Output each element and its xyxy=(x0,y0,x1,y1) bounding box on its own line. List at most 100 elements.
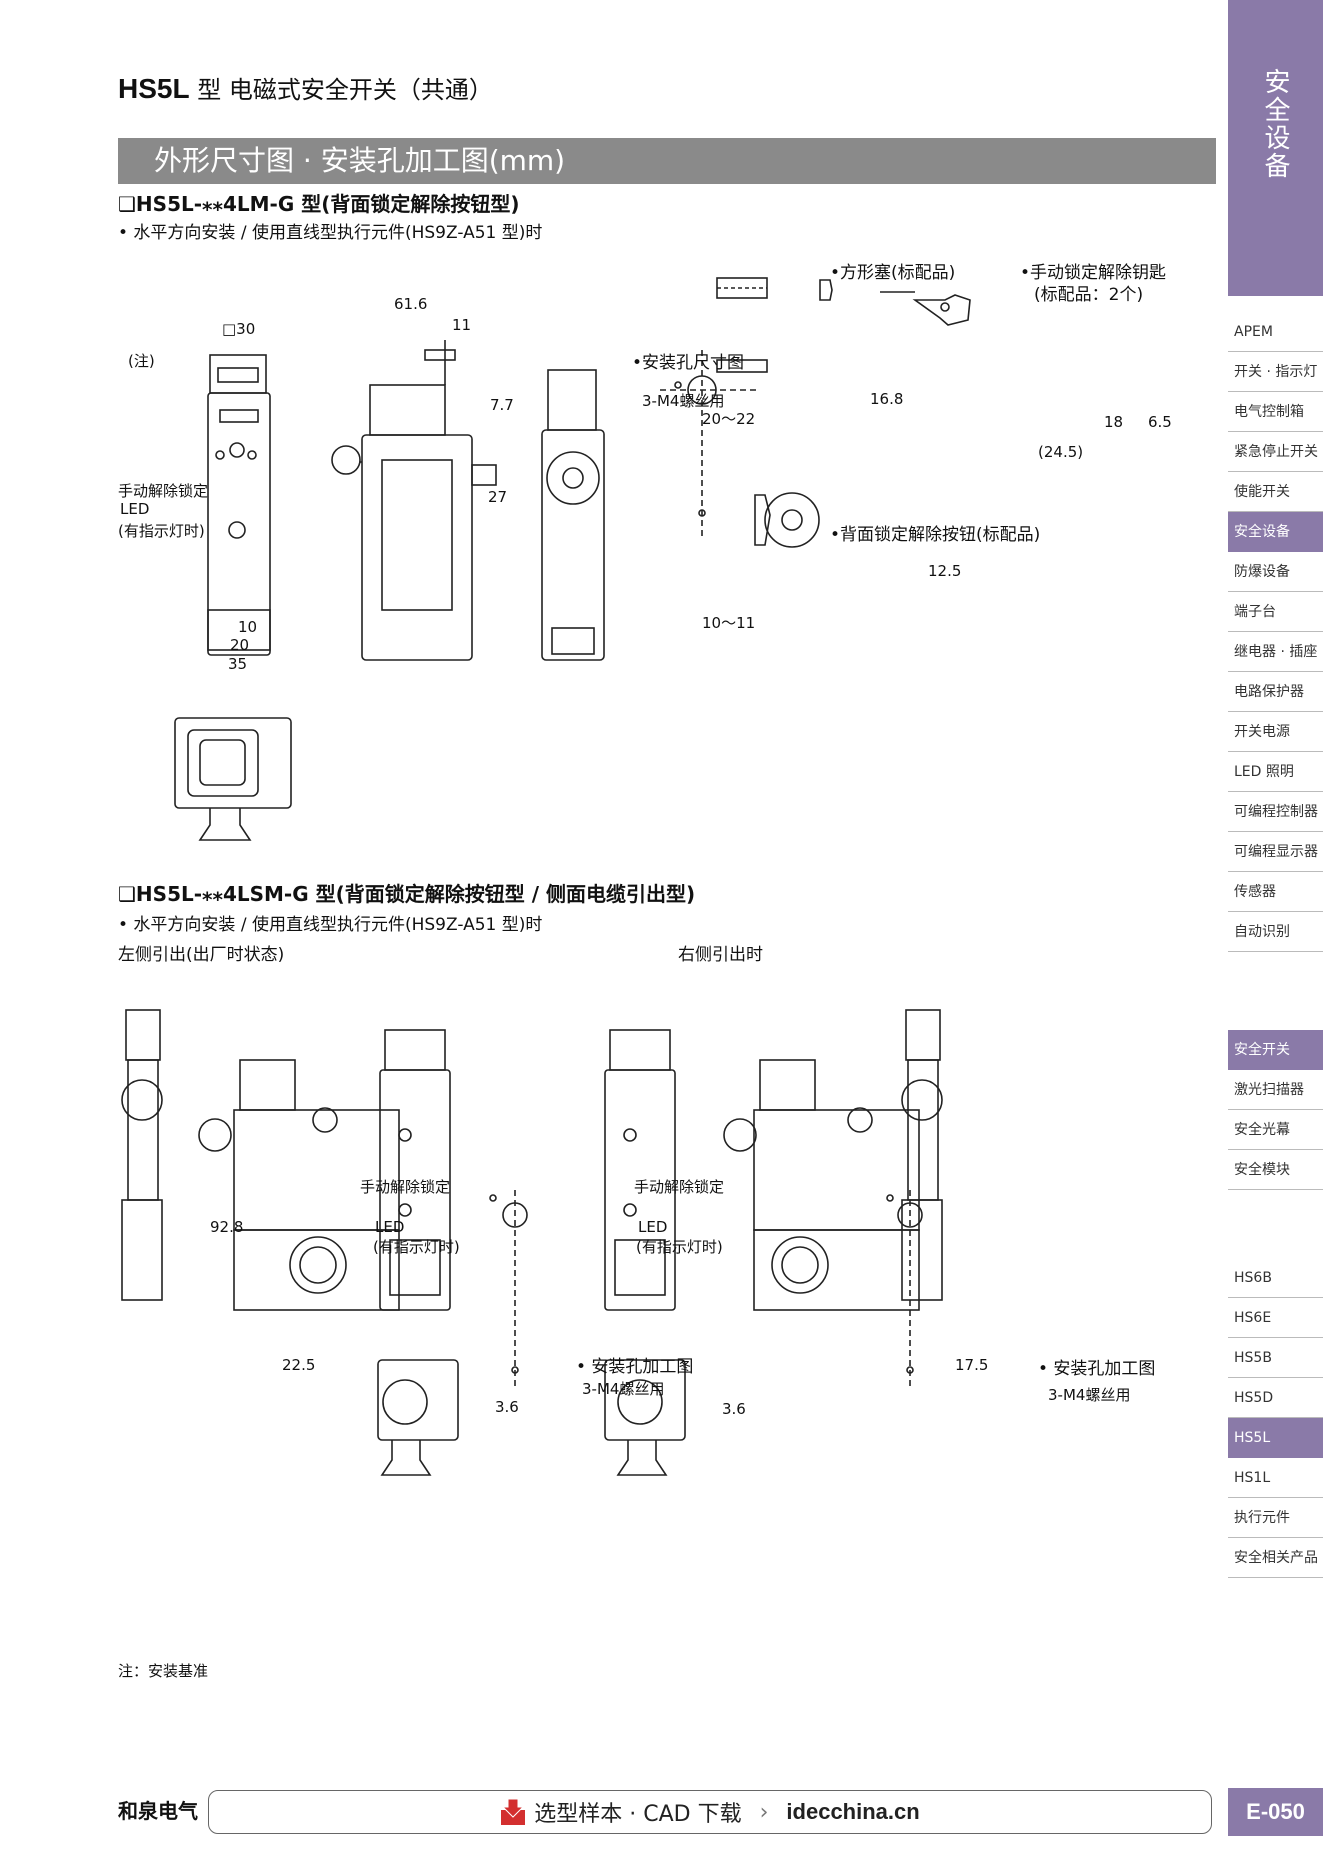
sec2-left-mount-label: • 安装孔加工图 xyxy=(576,1357,694,1377)
right-back-view xyxy=(901,1009,943,1301)
sec2-left-led: LED xyxy=(375,1218,405,1236)
label-manual-lock: 手动解除锁定 xyxy=(118,482,209,500)
sidebar-item[interactable]: 安全光幕 xyxy=(1228,1110,1323,1150)
sidebar-item[interactable]: LED 照明 xyxy=(1228,752,1323,792)
left-bottom-view xyxy=(377,1359,459,1476)
dim-3-6-right: 3.6 xyxy=(722,1400,746,1418)
right-bottom-view xyxy=(604,1359,686,1476)
dim-10-11: 10～11 xyxy=(702,614,756,632)
section-bar: 外形尺寸图 · 安装孔加工图(mm) xyxy=(118,138,1216,184)
footnote: 注：安装基准 xyxy=(118,1662,209,1680)
dim-61-6: 61.6 xyxy=(394,295,428,313)
label-rear-button: •背面锁定解除按钮(标配品) xyxy=(830,525,1041,545)
sec2-left-led-sub: (有指示灯时) xyxy=(373,1238,460,1256)
sidebar-item[interactable]: 可编程控制器 xyxy=(1228,792,1323,832)
sec1-title: ❑HS5L-⁎⁎4LM-G 型(背面锁定解除按钮型) xyxy=(118,192,520,216)
sidebar-item[interactable]: 执行元件 xyxy=(1228,1498,1323,1538)
sidebar-item[interactable]: 电气控制箱 xyxy=(1228,392,1323,432)
sec2-left-screw: 3-M4螺丝用 xyxy=(582,1380,665,1398)
sidebar-item[interactable]: 安全相关产品 xyxy=(1228,1538,1323,1578)
page-title: HS5L 型 电磁式安全开关（共通） xyxy=(118,70,493,105)
dim-16-8: 16.8 xyxy=(870,390,904,408)
label-unlock-key: •手动锁定解除钥匙 xyxy=(1020,263,1167,283)
download-banner[interactable]: 选型样本 · CAD 下载 › idecchina.cn xyxy=(208,1790,1212,1834)
sidebar-item[interactable]: 自动识别 xyxy=(1228,912,1323,952)
dim-27: 27 xyxy=(488,488,508,506)
back-view xyxy=(541,369,605,661)
dim-7-7: 7.7 xyxy=(490,396,514,414)
left-back-view xyxy=(121,1009,163,1301)
dim-24-5: (24.5) xyxy=(1038,443,1084,461)
sidebar-category-header: 安全设备 xyxy=(1228,0,1323,296)
right-front-view xyxy=(604,1029,676,1311)
dim-22-5: 22.5 xyxy=(282,1356,316,1374)
sec2-right-label: 右侧引出时 xyxy=(678,945,763,965)
sidebar-nav-group-2: 安全开关激光扫描器安全光幕安全模块 xyxy=(1228,1030,1323,1190)
sidebar-item[interactable]: APEM xyxy=(1228,312,1323,352)
sidebar-item[interactable]: 传感器 xyxy=(1228,872,1323,912)
label-screw: 3-M4螺丝用 xyxy=(642,392,725,410)
download-cta[interactable]: 选型样本 · CAD 下载 xyxy=(534,1802,742,1827)
sidebar-item[interactable]: HS5B xyxy=(1228,1338,1323,1378)
sidebar-item[interactable]: 继电器 · 插座 xyxy=(1228,632,1323,672)
brand-logo: 和泉电气 xyxy=(118,1799,198,1823)
dim-17-5: 17.5 xyxy=(955,1356,989,1374)
sidebar-item[interactable]: 开关 · 指示灯 xyxy=(1228,352,1323,392)
sidebar-item[interactable]: 可编程显示器 xyxy=(1228,832,1323,872)
sec2-right-manual: 手动解除锁定 xyxy=(634,1178,725,1196)
page-title-model: HS5L xyxy=(118,73,190,104)
right-side-view xyxy=(723,1059,920,1311)
dim-30: □30 xyxy=(222,320,256,338)
side-view xyxy=(331,340,497,661)
left-mount-diagram xyxy=(489,1190,528,1390)
sec2-right-mount-label: • 安装孔加工图 xyxy=(1038,1359,1156,1379)
front-view xyxy=(207,354,271,656)
sidebar-item[interactable]: 安全模块 xyxy=(1228,1150,1323,1190)
dim-35: 35 xyxy=(228,655,248,673)
sidebar-item[interactable]: 电路保护器 xyxy=(1228,672,1323,712)
sidebar-item[interactable]: HS5D xyxy=(1228,1378,1323,1418)
sidebar-item[interactable]: 使能开关 xyxy=(1228,472,1323,512)
sec2-drawing xyxy=(121,1009,943,1476)
sec2-left-label: 左侧引出(出厂时状态) xyxy=(118,945,285,965)
sidebar-item[interactable]: 开关电源 xyxy=(1228,712,1323,752)
rear-button-diagram xyxy=(754,492,820,548)
sidebar-item[interactable]: 激光扫描器 xyxy=(1228,1070,1323,1110)
chevron-right-icon: › xyxy=(759,1799,769,1825)
dim-92-8-left: 92.8 xyxy=(210,1218,244,1236)
sec1-subtitle: • 水平方向安装 / 使用直线型执行元件(HS9Z-A51 型)时 xyxy=(118,223,543,243)
page-title-rest: 型 电磁式安全开关（共通） xyxy=(189,76,493,104)
sec2-right-led: LED xyxy=(638,1218,668,1236)
label-led-sub: (有指示灯时) xyxy=(118,522,205,540)
sidebar-item[interactable]: 防爆设备 xyxy=(1228,552,1323,592)
dim-18: 18 xyxy=(1104,413,1124,431)
label-led: LED xyxy=(120,500,150,518)
sec2-right-screw: 3-M4螺丝用 xyxy=(1048,1386,1131,1404)
sec2-right-led-sub: (有指示灯时) xyxy=(636,1238,723,1256)
dim-12-5: 12.5 xyxy=(928,562,962,580)
sidebar-item[interactable]: 安全开关 xyxy=(1228,1030,1323,1070)
sidebar-item[interactable]: 端子台 xyxy=(1228,592,1323,632)
label-square-plug: •方形塞(标配品) xyxy=(830,263,956,283)
sec2-title: ❑HS5L-⁎⁎4LSM-G 型(背面锁定解除按钮型 / 侧面电缆引出型) xyxy=(118,882,696,906)
mount-hole-diagram xyxy=(660,350,760,540)
sidebar-item[interactable]: HS6B xyxy=(1228,1258,1323,1298)
right-mount-diagram xyxy=(886,1190,923,1390)
left-side-view xyxy=(198,1059,400,1311)
dim-6-5: 6.5 xyxy=(1148,413,1172,431)
sidebar-item[interactable]: HS6E xyxy=(1228,1298,1323,1338)
sidebar-item[interactable]: HS1L xyxy=(1228,1458,1323,1498)
sidebar-item[interactable]: HS5L xyxy=(1228,1418,1323,1458)
dim-20-22: 20～22 xyxy=(702,410,756,428)
label-note-mark: (注) xyxy=(128,352,155,370)
site-link[interactable]: idecchina.cn xyxy=(786,1799,920,1824)
sec1-drawing xyxy=(174,277,971,841)
dim-10: 10 xyxy=(238,618,258,636)
sec2-left-manual: 手动解除锁定 xyxy=(360,1178,451,1196)
square-plug-diagram xyxy=(716,277,833,373)
sidebar-item[interactable]: 安全设备 xyxy=(1228,512,1323,552)
dim-3-6-left: 3.6 xyxy=(495,1398,519,1416)
sidebar-item[interactable]: 紧急停止开关 xyxy=(1228,432,1323,472)
label-unlock-key-qty: (标配品：2个) xyxy=(1034,285,1144,305)
